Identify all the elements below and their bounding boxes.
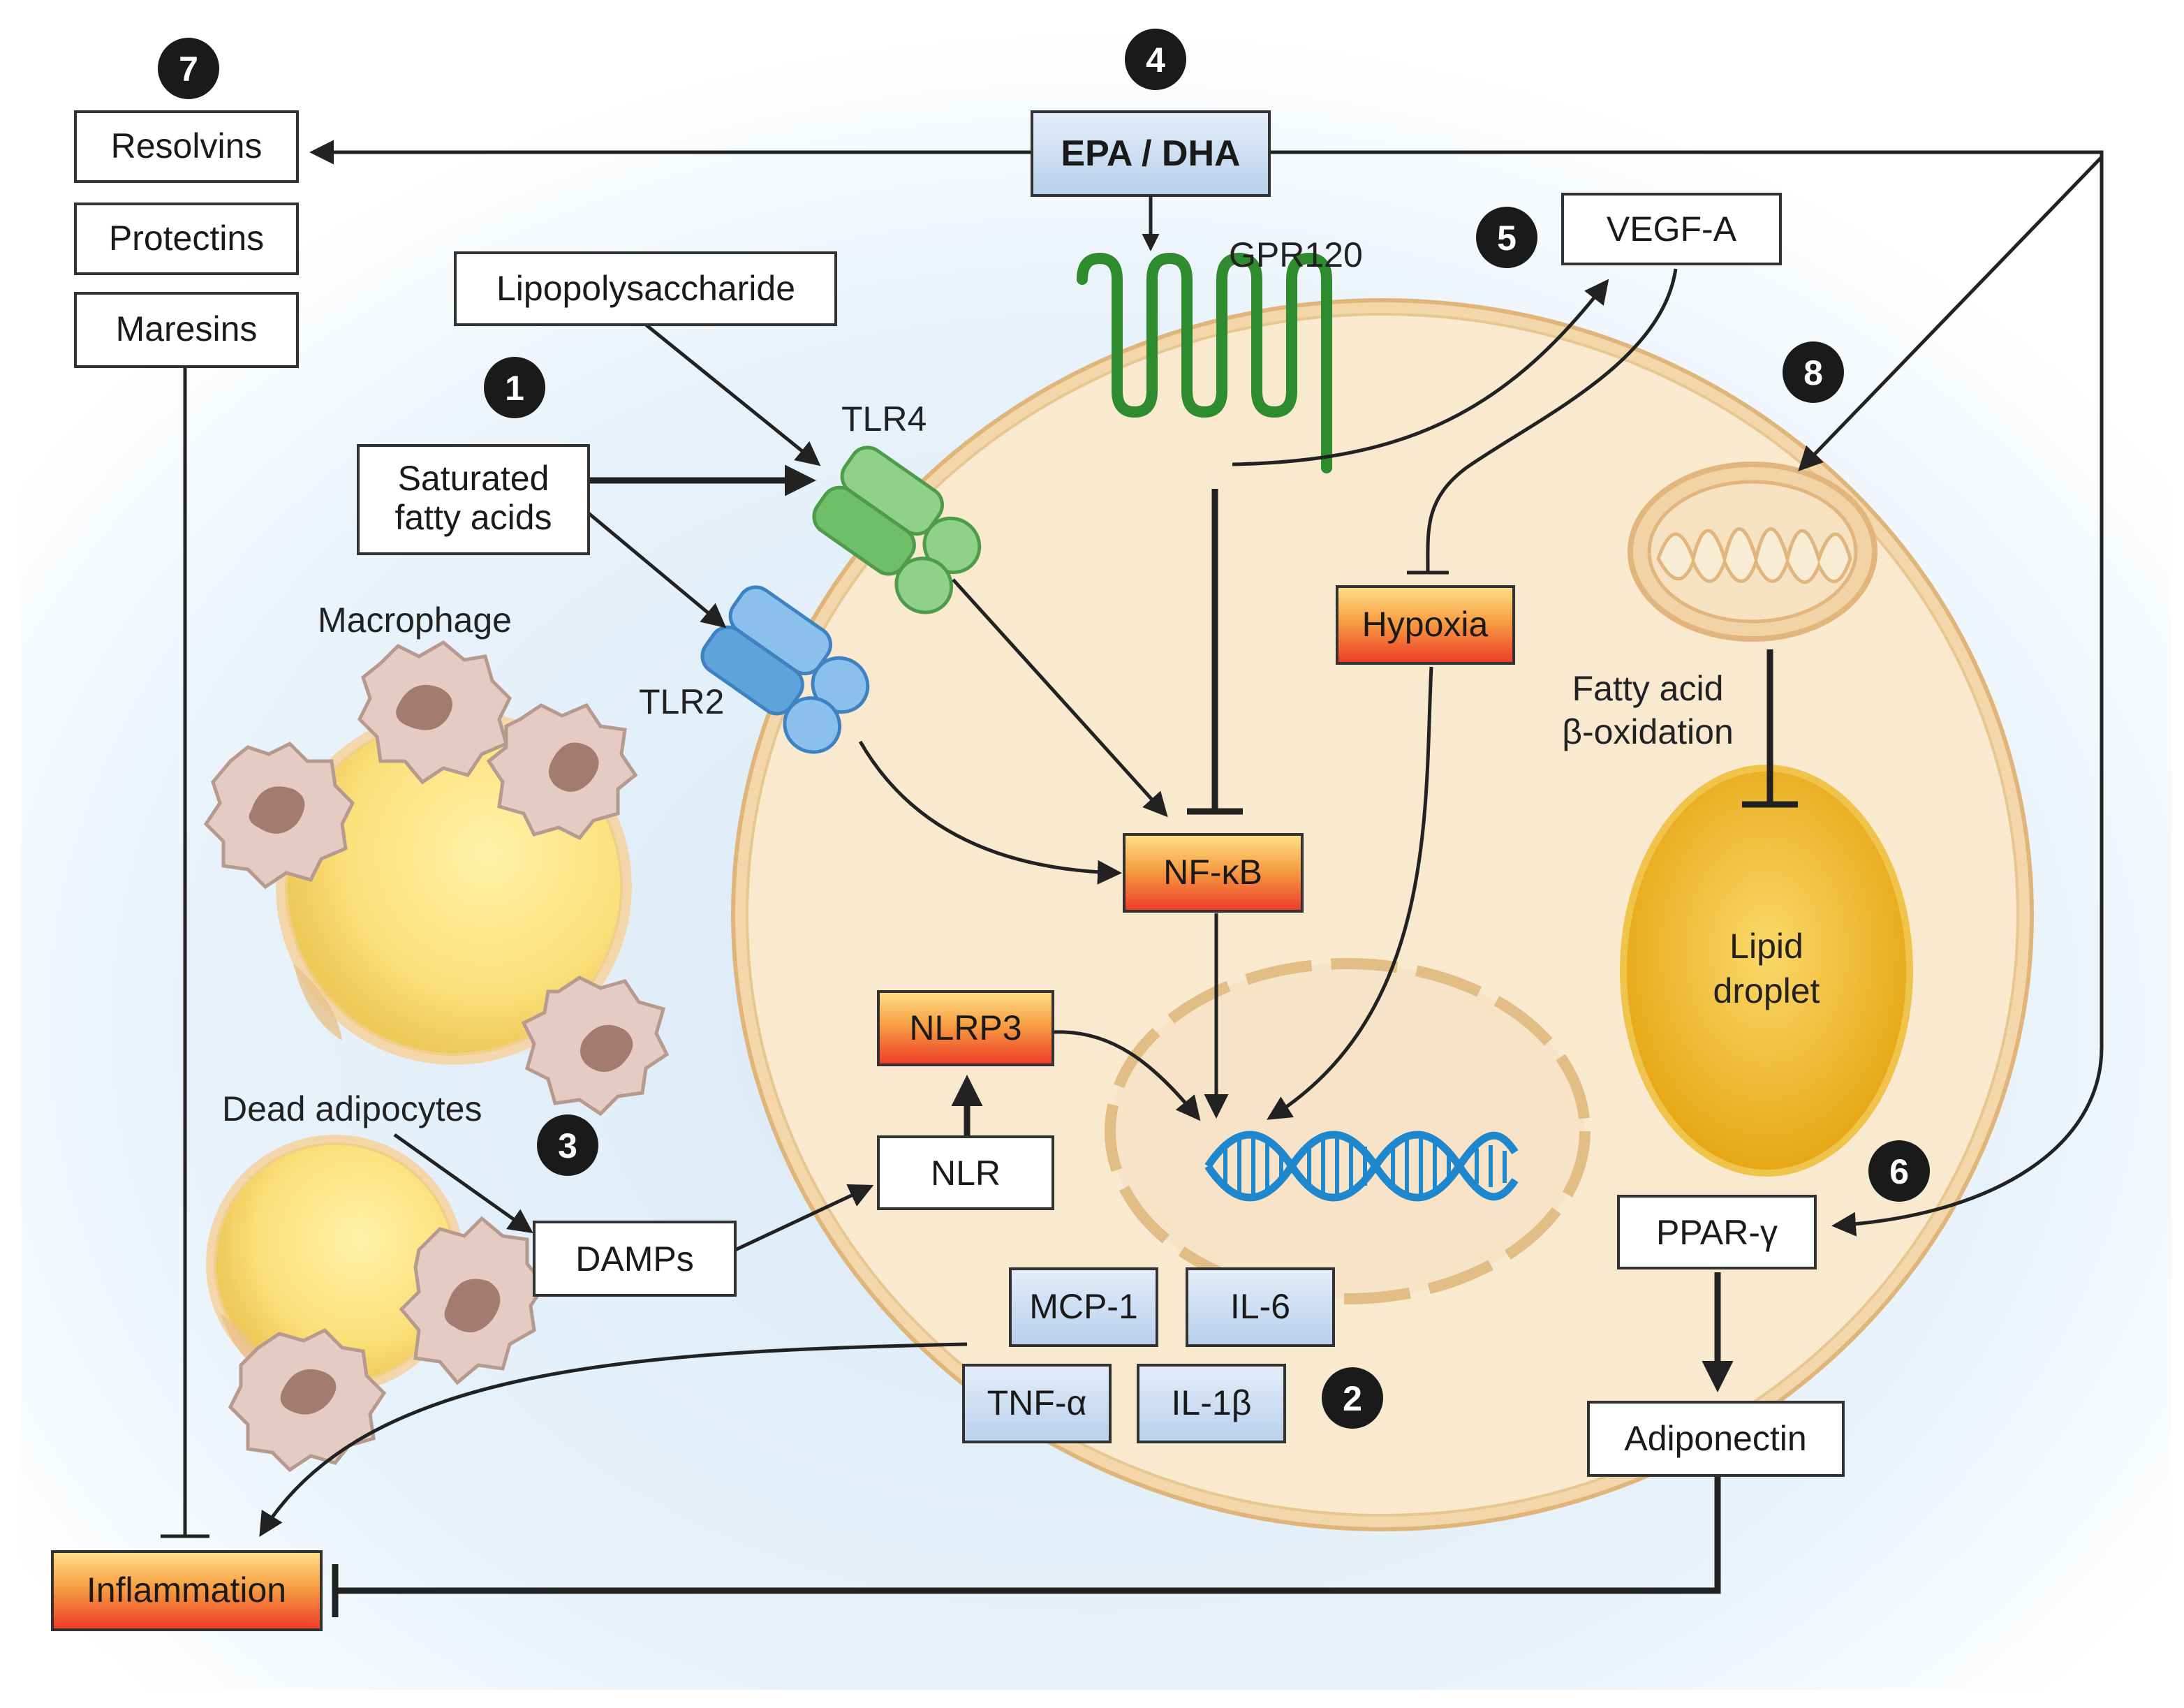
mcp-1-label: MCP-1 bbox=[1029, 1287, 1138, 1326]
badge-4-text: 4 bbox=[1146, 41, 1165, 80]
hypoxia-box[interactable] bbox=[1336, 585, 1515, 665]
badge-2-text: 2 bbox=[1343, 1379, 1362, 1418]
il-6-box[interactable] bbox=[1186, 1267, 1335, 1347]
arrow-hypoxia-to-nucleus bbox=[1267, 666, 1433, 1120]
adiponectin-box[interactable] bbox=[1587, 1401, 1845, 1477]
tnf-a-box[interactable] bbox=[962, 1364, 1112, 1443]
lipid-droplet bbox=[1620, 765, 1913, 1177]
fatty-acid-oxidation-label-1: Fatty acid bbox=[1572, 669, 1724, 708]
saturated-fatty-acids-label-1: Saturated bbox=[398, 459, 549, 498]
nf-kb-box[interactable] bbox=[1123, 833, 1304, 913]
badge-6-text: 6 bbox=[1889, 1152, 1909, 1191]
badge-1: 1 bbox=[484, 357, 545, 418]
lipopolysaccharide-box[interactable] bbox=[454, 251, 837, 326]
badge-4: 4 bbox=[1125, 29, 1186, 90]
macrophage-label: Macrophage bbox=[318, 601, 512, 640]
arrow-gpr120-to-vegfa bbox=[1232, 279, 1609, 466]
arrow-epa-to-mitochondrion bbox=[1798, 156, 2103, 472]
vegf-a-label: VEGF-A bbox=[1607, 209, 1737, 249]
tlr4-label: TLR4 bbox=[841, 399, 927, 439]
tlr2-label: TLR2 bbox=[639, 682, 724, 721]
badge-7: 7 bbox=[158, 38, 219, 99]
lipid-droplet-label-1: Lipid bbox=[1729, 927, 1803, 966]
mitochondrion-icon bbox=[1628, 462, 1877, 642]
nucleus bbox=[1105, 958, 1591, 1304]
arrow-nlrp3-to-nucleus bbox=[1054, 1030, 1201, 1121]
protectins-box[interactable] bbox=[74, 203, 299, 275]
ppar-g-box[interactable] bbox=[1617, 1195, 1817, 1269]
badge-3: 3 bbox=[537, 1114, 598, 1176]
arrow-epa-to-ppar bbox=[1269, 150, 2104, 1237]
inhibit-vegfa-to-hypoxia bbox=[1426, 268, 1678, 572]
macrophage-icon bbox=[399, 1216, 547, 1385]
damps-label: DAMPs bbox=[575, 1239, 693, 1279]
arrow-cytokines-to-inflammation bbox=[259, 1342, 968, 1537]
macrophage-icon bbox=[486, 702, 638, 841]
nlr-box[interactable] bbox=[877, 1135, 1054, 1210]
resolvins-label: Resolvins bbox=[111, 126, 263, 165]
tlr2-receptor-icon bbox=[700, 585, 870, 754]
nlr-label: NLR bbox=[931, 1154, 1001, 1193]
protectins-label: Protectins bbox=[109, 219, 264, 258]
lipid-droplet-label-2: droplet bbox=[1713, 971, 1820, 1010]
il-1b-box[interactable] bbox=[1137, 1364, 1286, 1443]
saturated-fatty-acids-label-2: fatty acids bbox=[394, 498, 552, 537]
inhibit-adiponectin-to-inflammation bbox=[335, 1475, 1721, 1594]
nlrp3-label: NLRP3 bbox=[909, 1008, 1021, 1047]
epa-dha-label: EPA / DHA bbox=[1061, 133, 1240, 174]
arrow-damps-to-nlr bbox=[734, 1184, 874, 1252]
macrophage-icon bbox=[203, 741, 355, 890]
epa-dha-box[interactable] bbox=[1031, 110, 1271, 197]
maresins-box[interactable] bbox=[74, 292, 299, 368]
badge-5: 5 bbox=[1476, 207, 1537, 268]
badge-6: 6 bbox=[1868, 1140, 1930, 1202]
hypoxia-label: Hypoxia bbox=[1362, 605, 1489, 644]
mcp-1-box[interactable] bbox=[1009, 1267, 1158, 1347]
macrophage-icon bbox=[521, 976, 670, 1117]
badge-3-text: 3 bbox=[558, 1126, 577, 1165]
badge-7-text: 7 bbox=[179, 50, 198, 89]
arrow-lps-to-tlr4 bbox=[644, 323, 821, 466]
arrow-dead-adipocytes-to-damps bbox=[393, 1133, 533, 1234]
nf-kb-label: NF-κB bbox=[1163, 853, 1262, 892]
gpr120-label: GPR120 bbox=[1229, 235, 1363, 274]
inflammation-label: Inflammation bbox=[87, 1570, 286, 1610]
arrow-tlr2-to-nfkb bbox=[858, 740, 1122, 885]
dead-adipocytes-label: Dead adipocytes bbox=[222, 1089, 482, 1128]
maresins-label: Maresins bbox=[116, 309, 258, 348]
resolvins-box[interactable] bbox=[74, 110, 299, 183]
nlrp3-box[interactable] bbox=[877, 990, 1054, 1066]
il-1b-label: IL-1β bbox=[1172, 1383, 1252, 1422]
badge-1-text: 1 bbox=[505, 369, 524, 408]
tnf-a-label: TNF-α bbox=[987, 1383, 1087, 1422]
arrow-sfa-to-tlr2 bbox=[587, 512, 727, 628]
il-6-label: IL-6 bbox=[1230, 1287, 1290, 1326]
ppar-g-label: PPAR-γ bbox=[1656, 1213, 1778, 1252]
inflammation-box[interactable] bbox=[51, 1550, 323, 1631]
vegf-a-box[interactable] bbox=[1561, 193, 1782, 265]
dna-icon bbox=[1204, 1131, 1519, 1202]
fatty-acid-oxidation-label-2: β-oxidation bbox=[1562, 712, 1734, 751]
badge-5-text: 5 bbox=[1497, 219, 1517, 258]
gpr120-receptor-icon bbox=[1077, 252, 1332, 473]
adiponectin-label: Adiponectin bbox=[1624, 1419, 1806, 1458]
lipopolysaccharide-label: Lipopolysaccharide bbox=[496, 269, 795, 308]
saturated-fatty-acids-box[interactable] bbox=[357, 444, 590, 555]
damps-box[interactable] bbox=[533, 1221, 737, 1297]
badge-2: 2 bbox=[1322, 1367, 1383, 1429]
badge-8-text: 8 bbox=[1803, 353, 1823, 392]
macrophage-icon bbox=[357, 640, 512, 785]
tlr4-receptor-icon bbox=[812, 446, 982, 614]
arrow-tlr4-to-nfkb bbox=[952, 578, 1168, 818]
badge-8: 8 bbox=[1783, 341, 1844, 403]
